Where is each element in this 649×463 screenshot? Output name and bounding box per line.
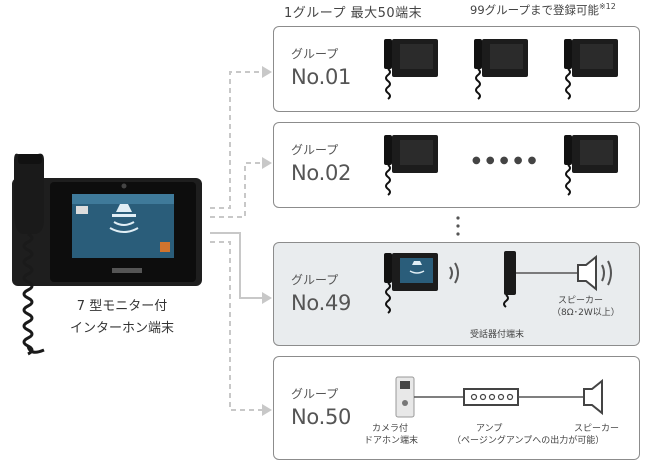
- group-label: グループ: [291, 47, 339, 61]
- speaker-label-line1: スピーカー: [558, 296, 604, 306]
- speaker-icon: [583, 378, 603, 416]
- group-box-no01: グループ No.01: [273, 26, 640, 112]
- connector-no50: [210, 241, 262, 411]
- group-registration-heading: 99グループまで登録可能※12: [470, 2, 616, 18]
- group-number: No.02: [291, 161, 352, 185]
- speaker-label: スピーカー: [574, 424, 620, 434]
- group-box-no02: グループ No.02 ● ● ● ● ●: [273, 122, 640, 208]
- monitor-terminal-icon: [564, 135, 618, 196]
- vertical-dot: [456, 224, 460, 228]
- amplifier-icon: [463, 388, 519, 406]
- door-intercom-label-line2: ドアホン端末: [364, 436, 419, 446]
- arrow-no49: [262, 292, 272, 304]
- connector-no01: [210, 71, 262, 209]
- group-registration-text: 99グループまで登録可能: [470, 3, 599, 17]
- horizontal-ellipsis: ● ● ● ● ●: [472, 155, 538, 166]
- amp-note-label: （ページングアンプへの出力が可能）: [452, 436, 605, 446]
- arrow-no50: [262, 404, 272, 416]
- monitor-terminal-icon: [384, 135, 438, 196]
- arrow-no01: [262, 66, 272, 78]
- handset-speaker-diagram: [503, 251, 612, 308]
- master-monitor-illustration: [12, 153, 202, 356]
- group-box-no49: グループ No.49 受話器付端末 スピーカー （8Ω･2W以上）: [273, 242, 640, 346]
- footnote-mark: ※12: [598, 2, 616, 12]
- connector-no49: [210, 232, 262, 299]
- vertical-dot: [456, 232, 460, 236]
- group-number: No.50: [291, 405, 352, 429]
- master-unit-label-line2: インターホン端末: [69, 321, 174, 336]
- paging-diagram: [395, 376, 603, 418]
- arrow-no02: [262, 157, 272, 169]
- connector-no02: [210, 162, 262, 218]
- monitor-terminal-icon: [474, 39, 528, 100]
- speaker-icon: [577, 254, 597, 292]
- handset-terminal-label: 受話器付端末: [470, 330, 525, 340]
- group-capacity-heading: 1グループ 最大50端末: [284, 6, 423, 21]
- handset-terminal-icon: [504, 251, 516, 295]
- monitor-terminal-icon: [384, 39, 438, 100]
- monitor-terminal-icon: [384, 253, 459, 314]
- group-label: グループ: [291, 273, 339, 287]
- vertical-dot: [456, 216, 460, 220]
- door-intercom-label-line1: カメラ付: [372, 424, 409, 434]
- group-label: グループ: [291, 387, 339, 401]
- master-monitor-unit: [0, 150, 205, 360]
- monitor-terminal-icon: [564, 39, 618, 100]
- speaker-label-line2: （8Ω･2W以上）: [552, 308, 620, 318]
- group-box-no50: グループ No.50 カメラ付 ドアホン端末 アンプ （ページングアンプへの出力…: [273, 356, 640, 460]
- master-unit-label-line1: 7 型モニター付: [76, 299, 168, 314]
- group-number: No.49: [291, 291, 352, 315]
- group-number: No.01: [291, 65, 352, 89]
- group-label: グループ: [291, 143, 339, 157]
- amp-label: アンプ: [476, 424, 503, 434]
